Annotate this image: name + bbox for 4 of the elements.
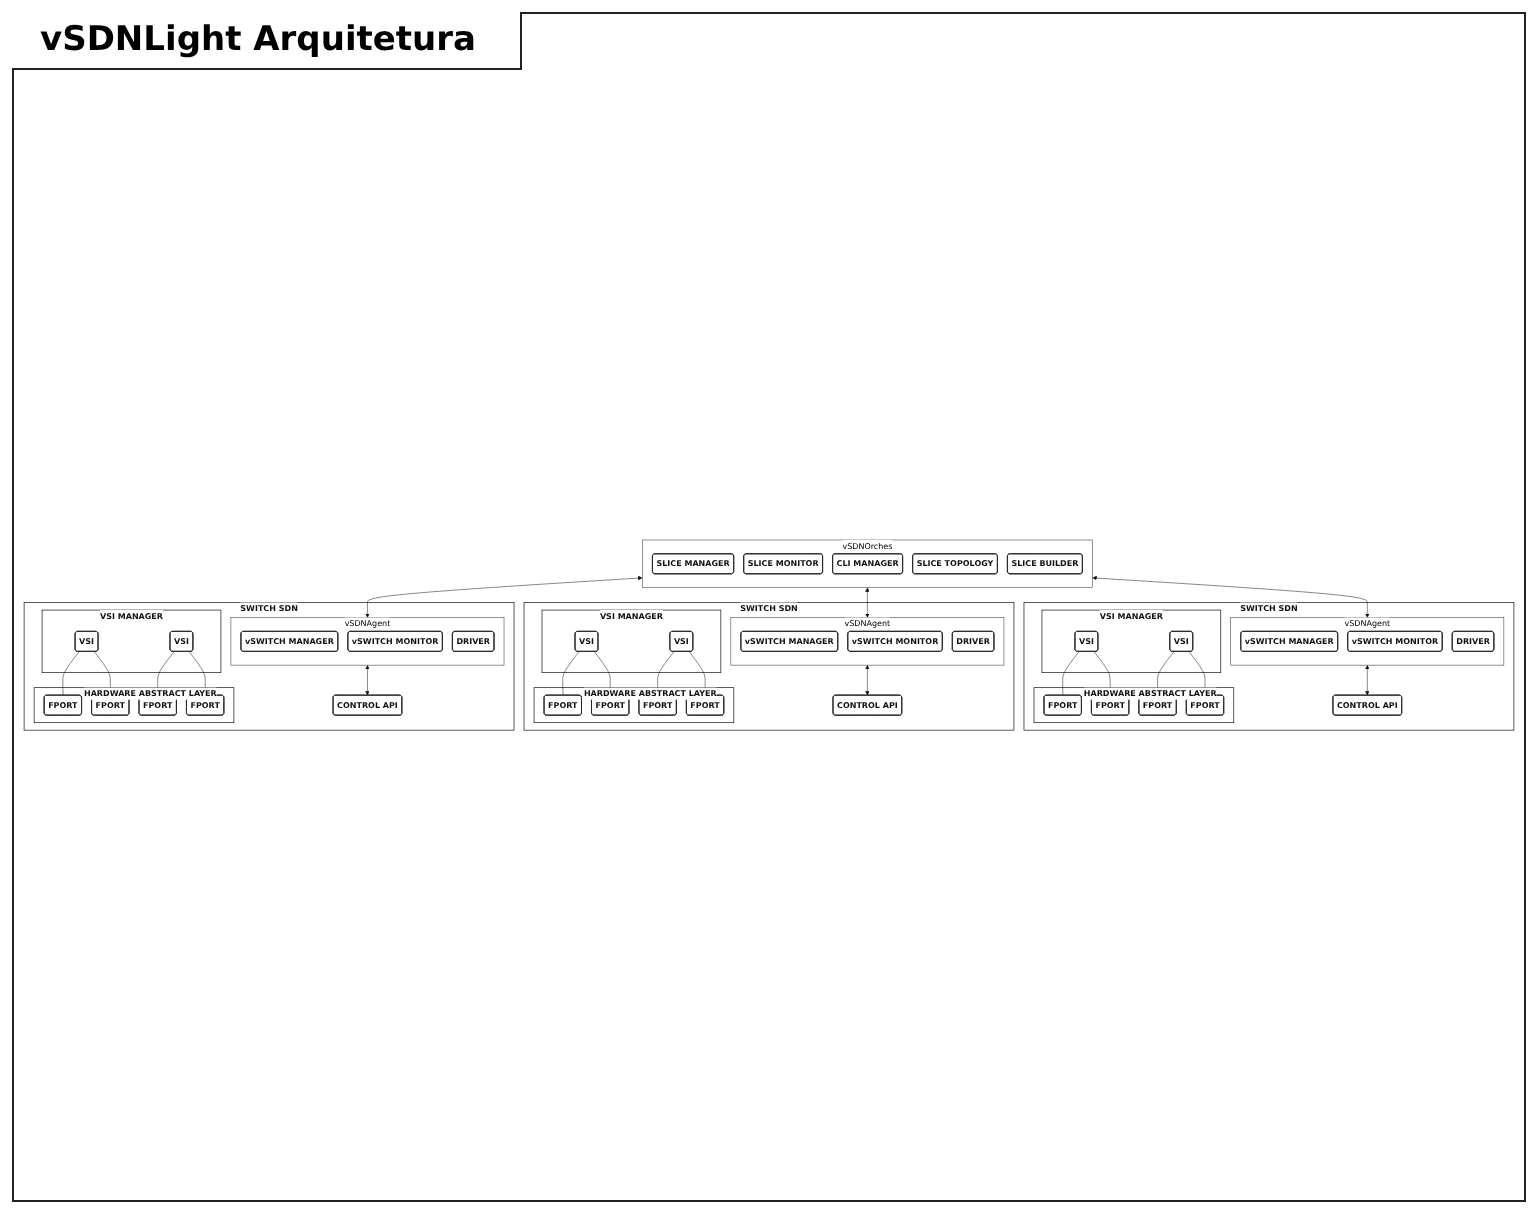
connector (562, 651, 580, 696)
connector (1062, 651, 1080, 696)
diagram-title: vSDNLight Arquitetura (12, 12, 523, 70)
connector (62, 651, 80, 696)
